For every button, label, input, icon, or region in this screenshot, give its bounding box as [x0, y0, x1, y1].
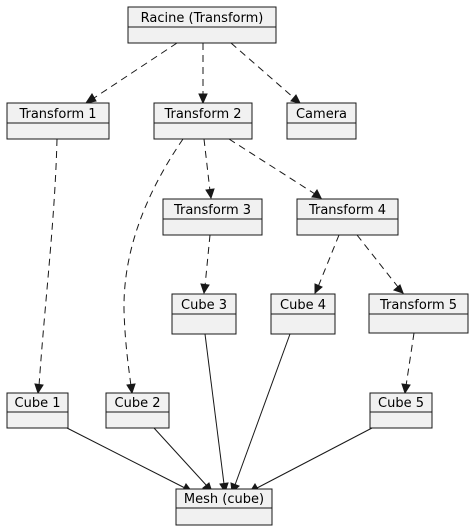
- node-racine-label: Racine (Transform): [141, 11, 264, 26]
- node-cube2[interactable]: Cube 2: [105, 392, 170, 429]
- node-cube4-label: Cube 4: [280, 298, 326, 313]
- edge-cube3-mesh: [204, 333, 229, 494]
- edge-cube4-mesh: [230, 333, 291, 493]
- edges-layer: [34, 42, 415, 494]
- edge-transform2-transform3: [203, 138, 215, 200]
- edge-racine-transform1: [84, 42, 178, 104]
- node-transform5-label: Transform 5: [379, 298, 457, 313]
- node-cube5[interactable]: Cube 5: [369, 392, 433, 429]
- node-transform3[interactable]: Transform 3: [162, 198, 263, 236]
- node-cube3-label: Cube 3: [181, 298, 227, 313]
- node-racine[interactable]: Racine (Transform): [127, 6, 277, 44]
- node-cube4[interactable]: Cube 4: [270, 293, 336, 335]
- edge-transform1-cube1: [34, 138, 58, 395]
- node-transform3-label: Transform 3: [173, 203, 251, 218]
- node-mesh-label: Mesh (cube): [184, 492, 264, 507]
- node-transform4[interactable]: Transform 4: [296, 198, 399, 236]
- node-cube2-label: Cube 2: [115, 396, 161, 411]
- edge-transform2-cube2: [123, 138, 184, 395]
- edge-transform5-cube5: [401, 332, 415, 395]
- node-cube3[interactable]: Cube 3: [171, 293, 237, 335]
- node-transform2[interactable]: Transform 2: [153, 102, 253, 140]
- node-cube1-label: Cube 1: [15, 396, 61, 411]
- node-cube5-label: Cube 5: [378, 396, 424, 411]
- edge-cube2-mesh: [153, 427, 213, 493]
- node-camera[interactable]: Camera: [286, 102, 357, 140]
- edge-transform3-cube3: [200, 234, 211, 295]
- node-transform5[interactable]: Transform 5: [368, 293, 469, 334]
- edge-cube5-mesh: [249, 427, 373, 493]
- edge-transform4-transform5: [356, 234, 404, 294]
- edge-racine-transform2: [198, 43, 208, 105]
- node-transform2-label: Transform 2: [163, 107, 241, 122]
- edge-racine-camera: [230, 42, 301, 104]
- edge-transform2-transform4: [228, 138, 322, 199]
- node-transform4-label: Transform 4: [308, 203, 386, 218]
- node-transform1[interactable]: Transform 1: [6, 102, 110, 140]
- node-mesh[interactable]: Mesh (cube): [175, 488, 273, 526]
- nodes-layer: Racine (Transform) Transform 1 Transform…: [6, 6, 469, 526]
- edge-transform4-cube4: [314, 234, 340, 295]
- node-cube1[interactable]: Cube 1: [6, 392, 69, 429]
- edge-cube1-mesh: [66, 427, 193, 493]
- node-camera-label: Camera: [296, 107, 347, 122]
- node-transform1-label: Transform 1: [18, 107, 96, 122]
